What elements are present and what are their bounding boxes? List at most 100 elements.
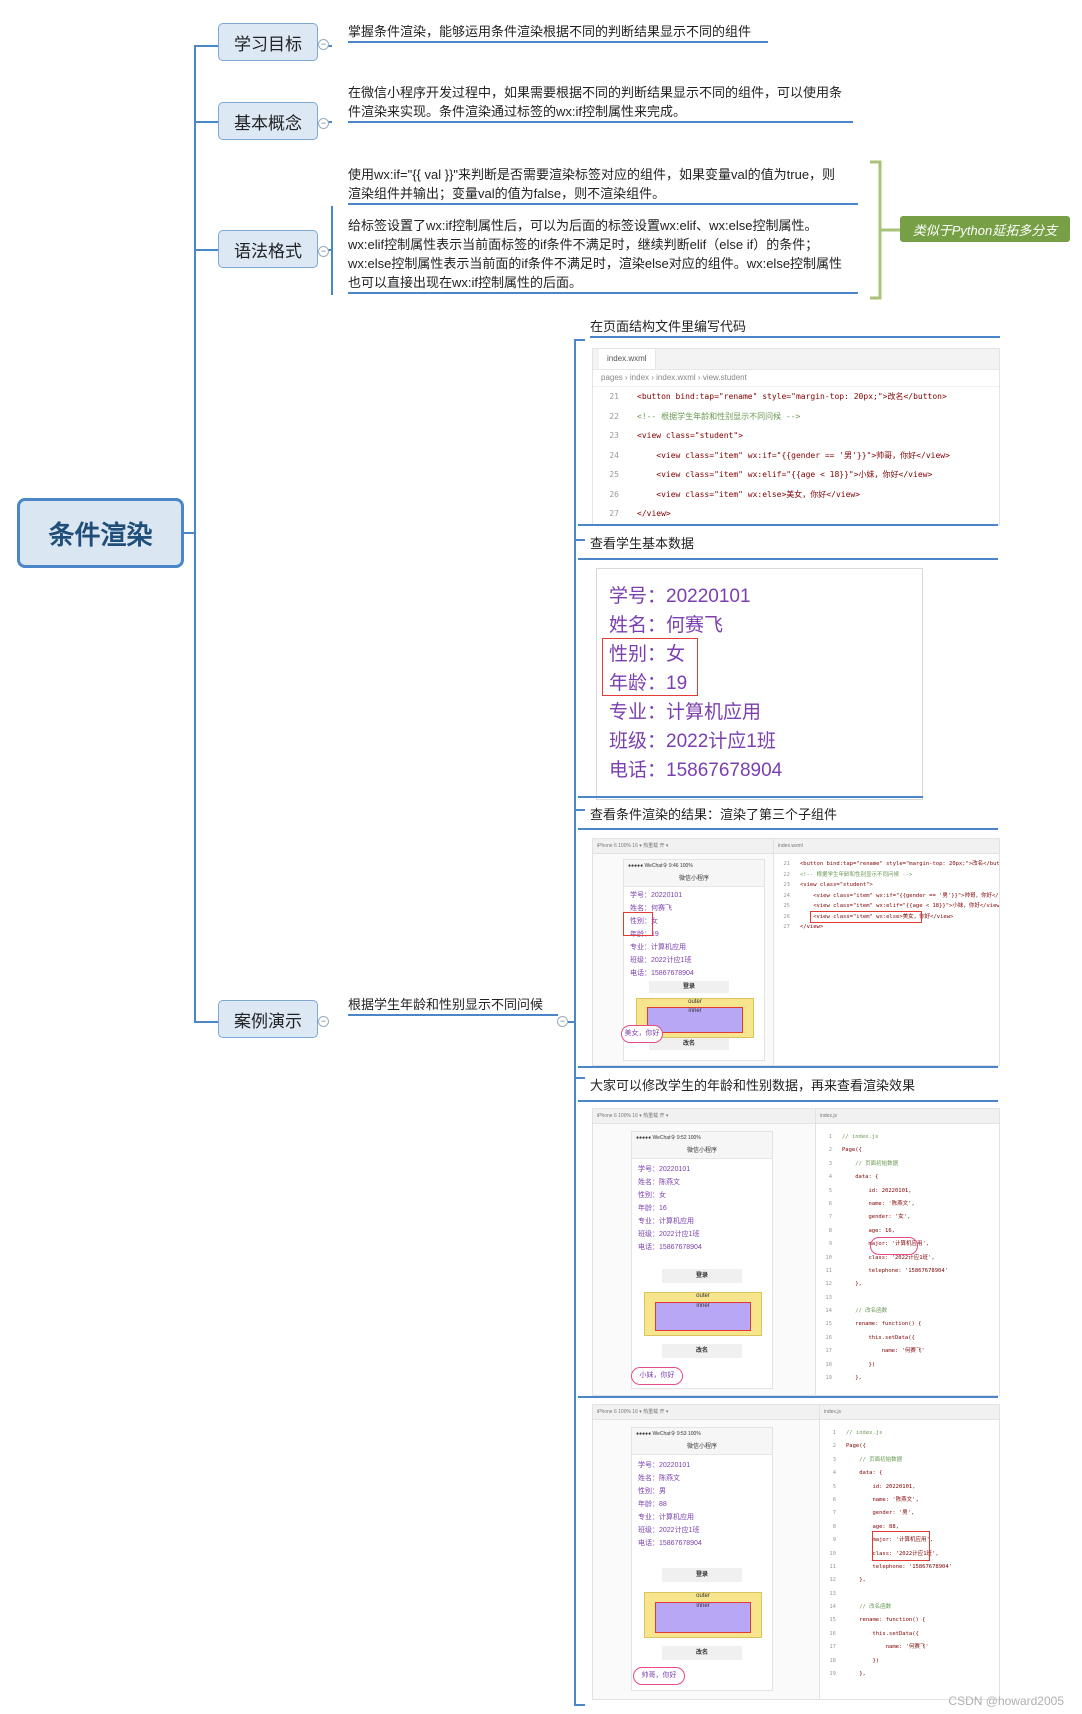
line-number: 23 [609,431,619,440]
root-topic[interactable]: 条件渲染 [17,498,184,568]
concept-line: 在微信小程序开发过程中，如果需要根据不同的判断结果显示不同的组件，可以使用条 [348,85,843,100]
code-text: <button bind:tap="rename" style="margin-… [637,392,947,401]
phone-info-line: 性别：女 [638,1192,666,1199]
rename-button[interactable]: 改名 [662,1344,742,1358]
collapse-toggle[interactable]: − [318,39,329,50]
watermark: CSDN @howard2005 [948,1694,1064,1708]
inner-label: inner [696,1303,710,1309]
render-screenshot-2: iPhone 6 100% 16 ▾ 热重载 开 ▾ ●●●●● WeChat令… [592,1108,1000,1396]
code-line: 15 rename: function() { [818,1318,948,1331]
branch-case-demo[interactable]: 案例演示 [218,1000,318,1038]
info-telephone: 电话：15867678904 [609,760,783,781]
code-lines: 21<button bind:tap="rename" style="margi… [593,387,999,524]
phone-status-bar: ●●●●● WeChat令 9:52 100% [632,1132,772,1144]
outer-label: outer [688,999,702,1005]
syntax-line: wx:elif控制属性表示当前面标签的if条件不满足时，继续判断elif（els… [348,237,819,252]
phone-status-bar: ●●●●● WeChat令 9:53 100% [632,1428,772,1440]
code-text: name: '陈燕文', [846,1496,919,1503]
code-line: 27</view> [776,922,999,933]
code-line: 4 data: { [818,1171,948,1184]
code-text: <view class="item" wx:elif="{{age < 18}}… [637,470,933,479]
code-line: 11 telephone: '15867678904' [818,1265,948,1278]
code-line: 24 <view class="item" wx:if="{{gender ==… [776,891,999,902]
student-info-panel: 学号：20220101 姓名：何赛飞 性别：女 年龄：19 专业：计算机应用 班… [596,568,923,800]
info-age: 年龄：19 [609,673,688,694]
line-number: 9 [828,1241,832,1248]
code-line: 19 }, [822,1668,952,1681]
code-line: 21<button bind:tap="rename" style="margi… [593,387,999,407]
code-line: 19 }, [818,1372,948,1385]
step-label: 查看条件渲染的结果：渲染了第三个子组件 [590,807,838,822]
code-line: 16 this.setData({ [818,1332,948,1345]
goal-topic[interactable]: 掌握条件渲染，能够运用条件渲染根据不同的判断结果显示不同的组件 [348,22,768,43]
syntax-topic-elif-else[interactable]: 给标签设置了wx:if控制属性后，可以为后面的标签设置wx:elif、wx:el… [348,216,858,294]
step-label: 查看学生基本数据 [590,536,695,551]
branch-syntax-format[interactable]: 语法格式 [218,230,318,268]
login-button[interactable]: 登录 [649,981,729,993]
line-number: 19 [829,1671,836,1678]
code-line: 10 class: '2022计应1班', [818,1252,948,1265]
code-text: <view class="item" wx:if="{{gender == '男… [637,450,950,460]
line-number: 27 [783,924,790,930]
syntax-topic-if[interactable]: 使用wx:if="{{ val }}"来判断是否需要渲染标签对应的组件，如果变量… [348,165,858,205]
code-text: name: '何赛飞' [846,1644,929,1651]
line-number: 22 [609,411,619,421]
branch-basic-concept[interactable]: 基本概念 [218,102,318,140]
phone-info-line: 专业：计算机应用 [638,1514,694,1521]
code-text: telephone: '15867678904' [846,1563,952,1570]
line-number: 3 [828,1160,832,1167]
mini-editor-tab: index.wxml [774,839,999,854]
code-text: class: '2022计应1班', [846,1550,939,1557]
login-button[interactable]: 登录 [662,1568,742,1582]
phone-status-bar: ●●●●● WeChat令 9:46 100% [624,860,764,872]
info-major: 专业：计算机应用 [609,702,762,723]
syntax-line: 使用wx:if="{{ val }}"来判断是否需要渲染标签对应的组件，如果变量… [348,167,836,182]
code-text: rename: function() { [846,1617,926,1624]
phone-simulator: ●●●●● WeChat令 9:53 100% 微信小程序 学号：2022010… [631,1427,773,1691]
code-text: this.setData({ [846,1630,919,1637]
login-button[interactable]: 登录 [662,1269,742,1283]
phone-info-line: 年龄：16 [638,1205,667,1212]
branch-learning-goal[interactable]: 学习目标 [218,23,318,61]
code-text: <view class="item" wx:elif="{{age < 18}}… [800,903,1000,909]
editor-tab[interactable]: index.wxml [599,349,656,369]
divider [578,796,923,798]
code-line: 23<view class="student"> [776,880,999,891]
info-gender: 性别：女 [609,644,686,665]
line-number: 18 [825,1361,832,1368]
rename-button[interactable]: 改名 [649,1038,729,1050]
code-text: }, [846,1577,866,1584]
rename-button[interactable]: 改名 [662,1646,742,1660]
phone-info-line: 学号：20220101 [638,1462,691,1469]
code-text: <view class="student"> [637,431,743,440]
code-text: // 页面初始数据 [846,1456,903,1463]
collapse-toggle[interactable]: − [318,1016,329,1027]
inner-box: inner [655,1302,751,1331]
phone-info-line: 班级：2022计应1班 [638,1231,700,1238]
code-text: rename: function() { [842,1321,922,1328]
code-line: 16 this.setData({ [822,1628,952,1641]
collapse-toggle[interactable]: − [318,118,329,129]
concept-topic[interactable]: 在微信小程序开发过程中，如果需要根据不同的判断结果显示不同的组件，可以使用条 件… [348,83,853,123]
gender-age-highlight [602,638,698,696]
step-write-code[interactable]: 在页面结构文件里编写代码 [590,317,1000,338]
code-text: data: { [842,1174,879,1181]
case-topic[interactable]: 根据学生年龄和性别显示不同问候 [348,995,558,1016]
code-editor-screenshot: index.wxml pages › index › index.wxml › … [592,348,1000,526]
step-student-data[interactable]: 查看学生基本数据 [590,534,910,553]
collapse-toggle[interactable]: − [318,246,329,257]
code-line: 17 name: '何赛飞' [818,1345,948,1358]
phone-info-line: 电话：15867678904 [638,1244,702,1251]
line-number: 9 [832,1537,836,1544]
step-render-result[interactable]: 查看条件渲染的结果：渲染了第三个子组件 [590,805,990,824]
syntax-line: 也可以直接出现在wx:if控制属性的后面。 [348,275,583,290]
code-line: 13 [822,1588,952,1601]
line-number: 23 [783,882,790,888]
python-callout[interactable]: 类似于Python延拓多分支 [900,216,1070,242]
collapse-toggle[interactable]: − [557,1016,568,1027]
code-text: major: '计算机应用', [846,1537,934,1544]
step-modify-data[interactable]: 大家可以修改学生的年龄和性别数据，再来查看渲染效果 [590,1076,1010,1095]
